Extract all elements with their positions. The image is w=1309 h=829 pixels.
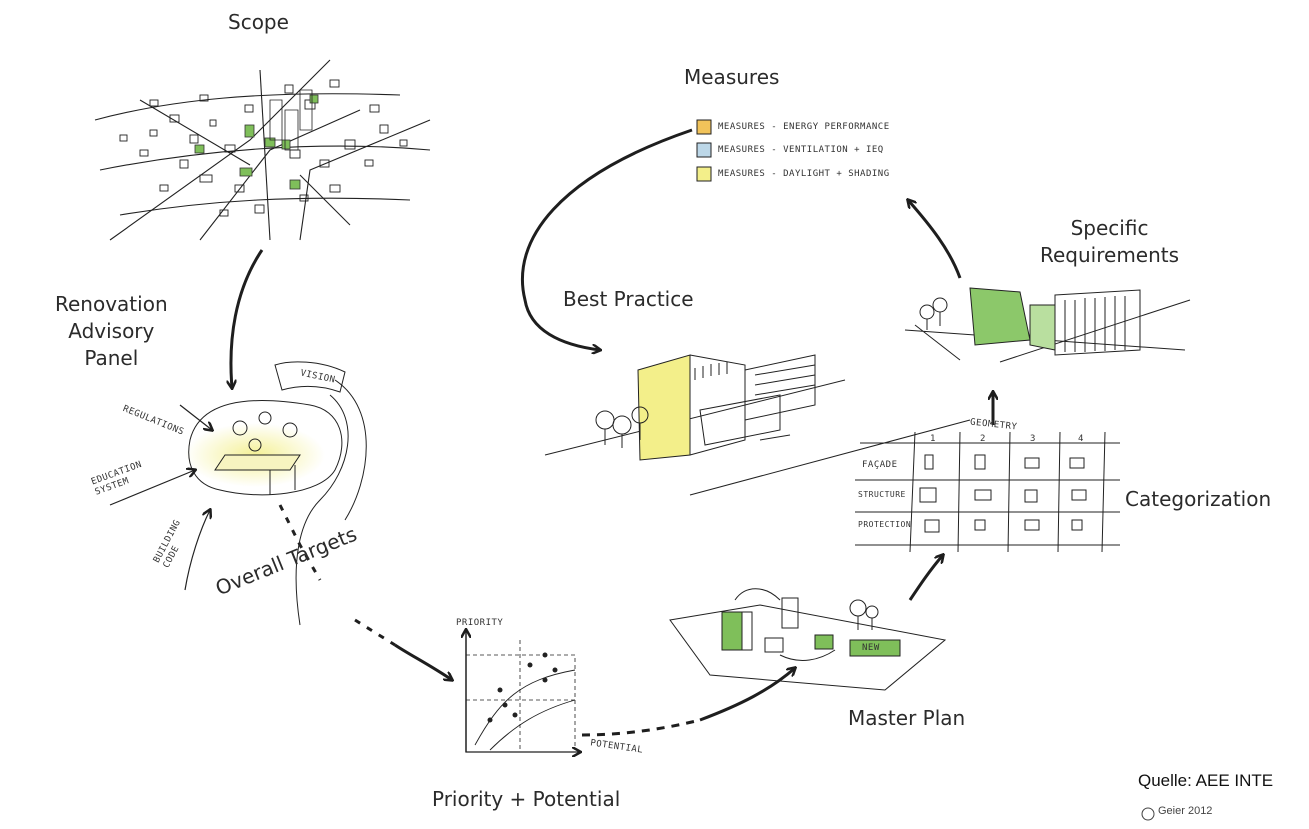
arrow-masterplan-to-categorization: [908, 555, 943, 601]
label-priority-potential: Priority + Potential: [432, 787, 621, 811]
categorization-grid: [855, 431, 1120, 553]
measures-item-energy: MEASURES - ENERGY PERFORMANCE: [718, 122, 890, 132]
label-renovation-advisory-panel: Renovation Advisory Panel: [55, 292, 168, 370]
measures-icons: [696, 119, 712, 182]
label-master-plan: Master Plan: [848, 706, 966, 730]
priority-potential-chart: [466, 630, 580, 752]
specific-requirements-sketch: [904, 287, 1191, 363]
label-scope: Scope: [228, 10, 289, 34]
master-plan-sketch: [669, 588, 947, 691]
panel-meeting-sketch: [109, 361, 367, 626]
arrow-priority-to-masterplan: [699, 668, 795, 722]
arrow-targets-to-priority: [394, 643, 452, 680]
grid-col-2: 2: [980, 434, 986, 444]
priority-axis-label: PRIORITY: [456, 618, 504, 628]
grid-col-1: 1: [930, 434, 936, 444]
copyright-text: Geier 2012: [1158, 805, 1213, 817]
label-best-practice: Best Practice: [563, 287, 694, 311]
grid-row-structure: STRUCTURE: [858, 490, 906, 499]
grid-col-3: 3: [1030, 434, 1036, 444]
grid-row-protection: PROTECTION: [858, 520, 912, 529]
grid-row-facade: FAÇADE: [862, 460, 898, 470]
grid-col-4: 4: [1078, 434, 1084, 444]
master-plan-new-tag: NEW: [862, 643, 880, 653]
arrow-scope-to-panel: [231, 249, 264, 388]
source-credit: Quelle: AEE INTE: [1138, 771, 1274, 790]
arrow-measures-to-bestpractice: [520, 128, 693, 350]
scope-city-sketch: [94, 59, 431, 241]
measures-item-daylight: MEASURES - DAYLIGHT + SHADING: [718, 169, 890, 179]
label-specific-requirements: Specific Requirements: [1040, 216, 1180, 267]
arrow-specific-to-measures: [908, 200, 962, 279]
copyright-icon: [1141, 807, 1155, 821]
label-measures: Measures: [684, 65, 780, 89]
label-categorization: Categorization: [1125, 487, 1272, 511]
best-practice-building-sketch: [544, 354, 971, 496]
measures-item-ventilation: MEASURES - VENTILATION + IEQ: [718, 145, 884, 155]
